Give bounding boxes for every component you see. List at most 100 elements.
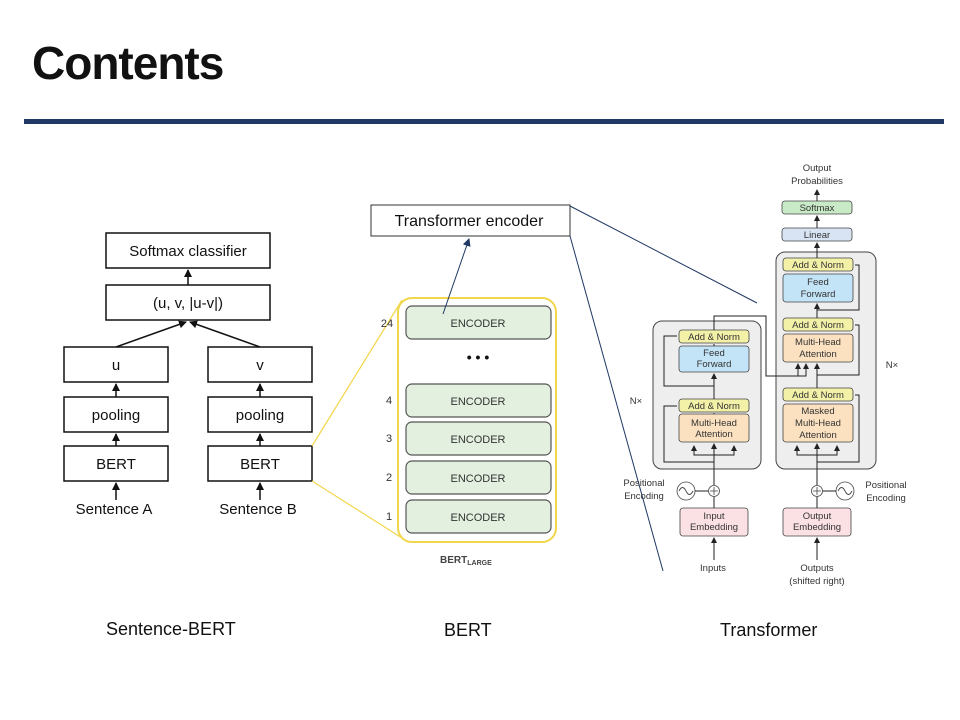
enc-attention-label: Attention	[695, 429, 733, 440]
enc-feed-forward-label: Forward	[697, 359, 732, 370]
slide-title: Contents	[32, 37, 224, 89]
sine-wave-icon	[678, 487, 694, 495]
dec-add-norm-1-label: Add & Norm	[792, 390, 844, 401]
dec-masked-label: Attention	[799, 430, 837, 441]
dec-add-norm-1	[782, 387, 854, 402]
softmax-label: Softmax	[800, 203, 835, 214]
dec-add-norm-3-label: Add & Norm	[792, 260, 844, 271]
dec-add-norm-2-label: Add & Norm	[792, 320, 844, 331]
encoder-label: ENCODER	[450, 512, 505, 524]
transformer-caption: Transformer	[720, 620, 818, 640]
zoom-connector-line	[311, 299, 403, 447]
positional-encoding-label-right: Encoding	[866, 493, 906, 504]
zoom-connector-line	[311, 480, 403, 539]
output-probabilities-label: Probabilities	[791, 176, 843, 187]
bert-diagram: ENCODER ENCODER ENCODER ENCODER ENCODER …	[370, 204, 571, 567]
dec-feed-forward-label: Feed	[807, 277, 829, 288]
dec-feed-forward	[782, 273, 854, 303]
input-embedding-label: Input	[703, 511, 724, 522]
enc-attention-label: Multi-Head	[691, 418, 737, 429]
dec-masked-label: Masked	[801, 406, 834, 417]
sbert-sentence-b-label: Sentence B	[219, 501, 297, 518]
flow-arrow	[794, 445, 817, 456]
residual-line	[663, 335, 714, 387]
layer-number: 1	[386, 511, 392, 523]
encoder-block	[405, 383, 552, 418]
sbert-bert-a-label: BERT	[96, 456, 136, 473]
sbert-pooling-b-label: pooling	[236, 407, 284, 424]
layer-ellipsis: • • •	[467, 349, 490, 365]
dec-add-norm-3	[782, 257, 854, 272]
dec-multi-head-attention	[782, 333, 854, 363]
positional-encoding-label-right: Positional	[865, 480, 906, 491]
title-divider	[24, 119, 944, 124]
sbert-bert-b-box	[207, 445, 313, 482]
sbert-bert-a-box	[63, 445, 169, 482]
positional-encoding-label-left: Encoding	[624, 491, 664, 502]
inputs-label: Inputs	[700, 563, 726, 574]
sbert-softmax-label: Softmax classifier	[129, 243, 247, 260]
dec-masked-attention	[782, 403, 854, 443]
sbert-pooling-a-label: pooling	[92, 407, 140, 424]
dec-masked-label: Multi-Head	[795, 418, 841, 429]
sbert-diagram	[63, 232, 313, 500]
enc-add-norm-2-label: Add & Norm	[688, 332, 740, 343]
layer-number: 4	[386, 395, 392, 407]
output-probabilities-label: Output	[803, 163, 832, 174]
encoder-label: ENCODER	[450, 473, 505, 485]
layer-number: 3	[386, 433, 392, 445]
sbert-arrow	[189, 320, 261, 348]
linear-label: Linear	[804, 230, 830, 241]
outputs-label: Outputs	[800, 563, 834, 574]
plus-icon	[813, 487, 821, 495]
encoder-output-line	[766, 363, 809, 377]
sbert-u-box	[63, 346, 169, 383]
bert-large-sub: LARGE	[467, 560, 492, 567]
callout-connector-line	[569, 205, 758, 304]
residual-line	[817, 264, 860, 311]
callout-arrow	[442, 238, 471, 315]
encoder-label: ENCODER	[450, 396, 505, 408]
flow-arrow	[714, 445, 737, 456]
encoder-block	[405, 460, 552, 495]
callout-connector-line	[569, 235, 664, 572]
encoder-nx-label: N×	[630, 396, 642, 407]
bert-caption: BERT	[444, 620, 492, 640]
encoder-block	[405, 499, 552, 534]
sbert-softmax-box	[105, 232, 271, 269]
sbert-caption: Sentence-BERT	[106, 619, 236, 639]
flow-arrow	[817, 445, 840, 456]
sbert-arrow	[115, 320, 187, 348]
residual-line	[663, 405, 714, 463]
decoder-nx-label: N×	[886, 360, 898, 371]
dec-attention-label: Attention	[799, 349, 837, 360]
encoder-output-line	[713, 315, 801, 377]
output-embedding-label: Embedding	[793, 522, 841, 533]
plus-icon	[710, 487, 718, 495]
encoder-block	[405, 421, 552, 456]
sbert-sentence-a-label: Sentence A	[76, 501, 153, 518]
enc-feed-forward-label: Feed	[703, 348, 725, 359]
layer-number: 24	[381, 318, 393, 330]
positional-encoding-label-left: Positional	[623, 478, 664, 489]
bert-large-name: BERT	[440, 555, 467, 566]
sbert-v-label: v	[256, 357, 264, 374]
sbert-bert-b-label: BERT	[240, 456, 280, 473]
dec-attention-label: Multi-Head	[795, 337, 841, 348]
dec-add-norm-2	[782, 317, 854, 332]
sbert-concat-label: (u, v, |u-v|)	[153, 295, 223, 312]
transformer-diagram: Add & Norm Feed Forward Add & Norm Multi…	[623, 163, 906, 587]
sbert-u-label: u	[112, 357, 120, 374]
layer-number: 2	[386, 472, 392, 484]
residual-line	[817, 394, 860, 463]
enc-add-norm-1-label: Add & Norm	[688, 401, 740, 412]
residual-line	[817, 324, 860, 376]
output-embedding-label: Output	[803, 511, 832, 522]
flow-arrow	[691, 445, 714, 456]
dec-feed-forward-label: Forward	[801, 289, 836, 300]
transformer-encoder-callout	[370, 204, 571, 237]
encoder-block	[405, 305, 552, 340]
encoder-label: ENCODER	[450, 434, 505, 446]
encoder-label: ENCODER	[450, 318, 505, 330]
outputs-label: (shifted right)	[789, 576, 844, 587]
